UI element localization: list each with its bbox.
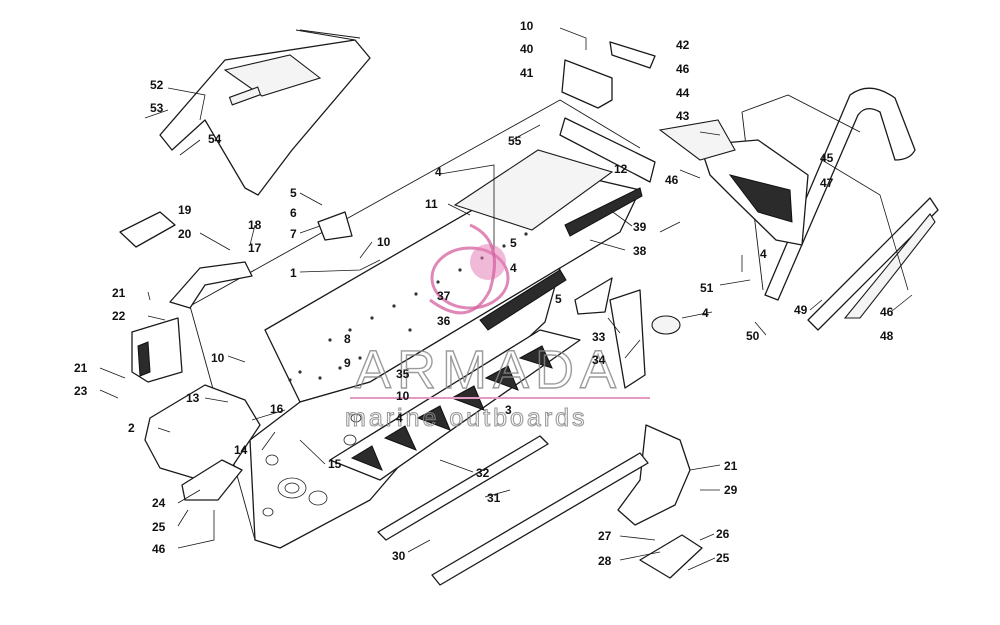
watermark-tagline: marine outboards [345, 404, 588, 432]
callout-29: 29 [724, 483, 738, 497]
callout-47: 47 [820, 176, 834, 190]
callout-4: 4 [435, 165, 442, 179]
right-footrest [574, 277, 703, 579]
callout-14: 14 [234, 443, 248, 457]
callout-32: 32 [476, 466, 490, 480]
callout-50: 50 [746, 329, 760, 343]
callout-11: 11 [425, 197, 438, 211]
callout-3: 3 [505, 403, 512, 417]
tunnel-rivets [288, 232, 528, 382]
callout-9: 9 [344, 356, 351, 370]
callout-19: 19 [178, 203, 192, 217]
callout-30: 30 [392, 549, 406, 563]
callout-2: 2 [128, 421, 135, 435]
running-board-bars [377, 435, 649, 586]
armada-logo-icon [429, 223, 510, 315]
callout-13: 13 [186, 391, 200, 405]
callout-5: 5 [555, 292, 562, 306]
callout-18: 18 [248, 218, 262, 232]
callout-55: 55 [508, 134, 522, 148]
callout-51: 51 [700, 281, 714, 295]
callout-25: 25 [716, 551, 730, 565]
callout-23: 23 [74, 384, 88, 398]
callout-31: 31 [487, 491, 501, 505]
top-bracket [561, 41, 656, 109]
callout-33: 33 [592, 330, 606, 344]
callout-43: 43 [676, 109, 690, 123]
callout-8: 8 [344, 332, 351, 346]
watermark-brand: ARMADA [355, 340, 622, 400]
callout-49: 49 [794, 303, 808, 317]
callout-4: 4 [760, 247, 767, 261]
callout-20: 20 [178, 227, 192, 241]
callout-22: 22 [112, 309, 126, 323]
callout-46: 46 [880, 305, 894, 319]
callout-27: 27 [598, 529, 612, 543]
callout-6: 6 [290, 206, 297, 220]
callout-46: 46 [152, 542, 166, 556]
callout-46: 46 [665, 173, 679, 187]
side-wall-holes [262, 413, 362, 517]
callout-4: 4 [702, 306, 709, 320]
callout-52: 52 [150, 78, 164, 92]
callout-labels: 10 40 41 42 46 44 43 45 46 47 52 53 54 5… [74, 19, 894, 568]
callout-24: 24 [152, 496, 166, 510]
callout-40: 40 [520, 42, 534, 56]
callout-12: 12 [614, 162, 628, 176]
seat [159, 29, 371, 196]
leader-lines [99, 27, 913, 571]
callout-25: 25 [152, 520, 166, 534]
callout-36: 36 [437, 314, 451, 328]
callout-21: 21 [724, 459, 738, 473]
callout-17: 17 [248, 241, 262, 255]
callout-21: 21 [74, 361, 88, 375]
callout-10: 10 [396, 389, 410, 403]
callout-16: 16 [270, 402, 284, 416]
callout-10: 10 [211, 351, 225, 365]
callout-54: 54 [208, 132, 222, 146]
callout-42: 42 [676, 38, 690, 52]
callout-41: 41 [520, 66, 534, 80]
callout-38: 38 [633, 244, 647, 258]
callout-4: 4 [510, 261, 517, 275]
front-panels [119, 211, 353, 501]
taillight [658, 119, 809, 246]
callout-46: 46 [676, 62, 690, 76]
callout-7: 7 [290, 227, 297, 241]
callout-48: 48 [880, 329, 894, 343]
snow-flap [807, 197, 939, 331]
callout-44: 44 [676, 86, 690, 100]
callout-15: 15 [328, 457, 342, 471]
callout-34: 34 [592, 353, 606, 367]
callout-21: 21 [112, 286, 126, 300]
callout-4: 4 [396, 411, 403, 425]
callout-10: 10 [377, 235, 391, 249]
callout-26: 26 [716, 527, 730, 541]
callout-53: 53 [150, 101, 164, 115]
callout-5: 5 [510, 236, 517, 250]
callout-37: 37 [437, 289, 451, 303]
callout-1: 1 [290, 266, 297, 280]
armada-watermark: ARMADA marine outboards [344, 223, 650, 433]
callout-39: 39 [633, 220, 647, 234]
rear-cross-bracket [559, 117, 656, 183]
tunnel-assembly [189, 99, 643, 549]
callout-5: 5 [290, 186, 297, 200]
running-board-lattice [350, 345, 553, 471]
callout-35: 35 [396, 367, 410, 381]
callout-45: 45 [820, 151, 834, 165]
callout-28: 28 [598, 554, 612, 568]
callout-10: 10 [520, 19, 534, 33]
